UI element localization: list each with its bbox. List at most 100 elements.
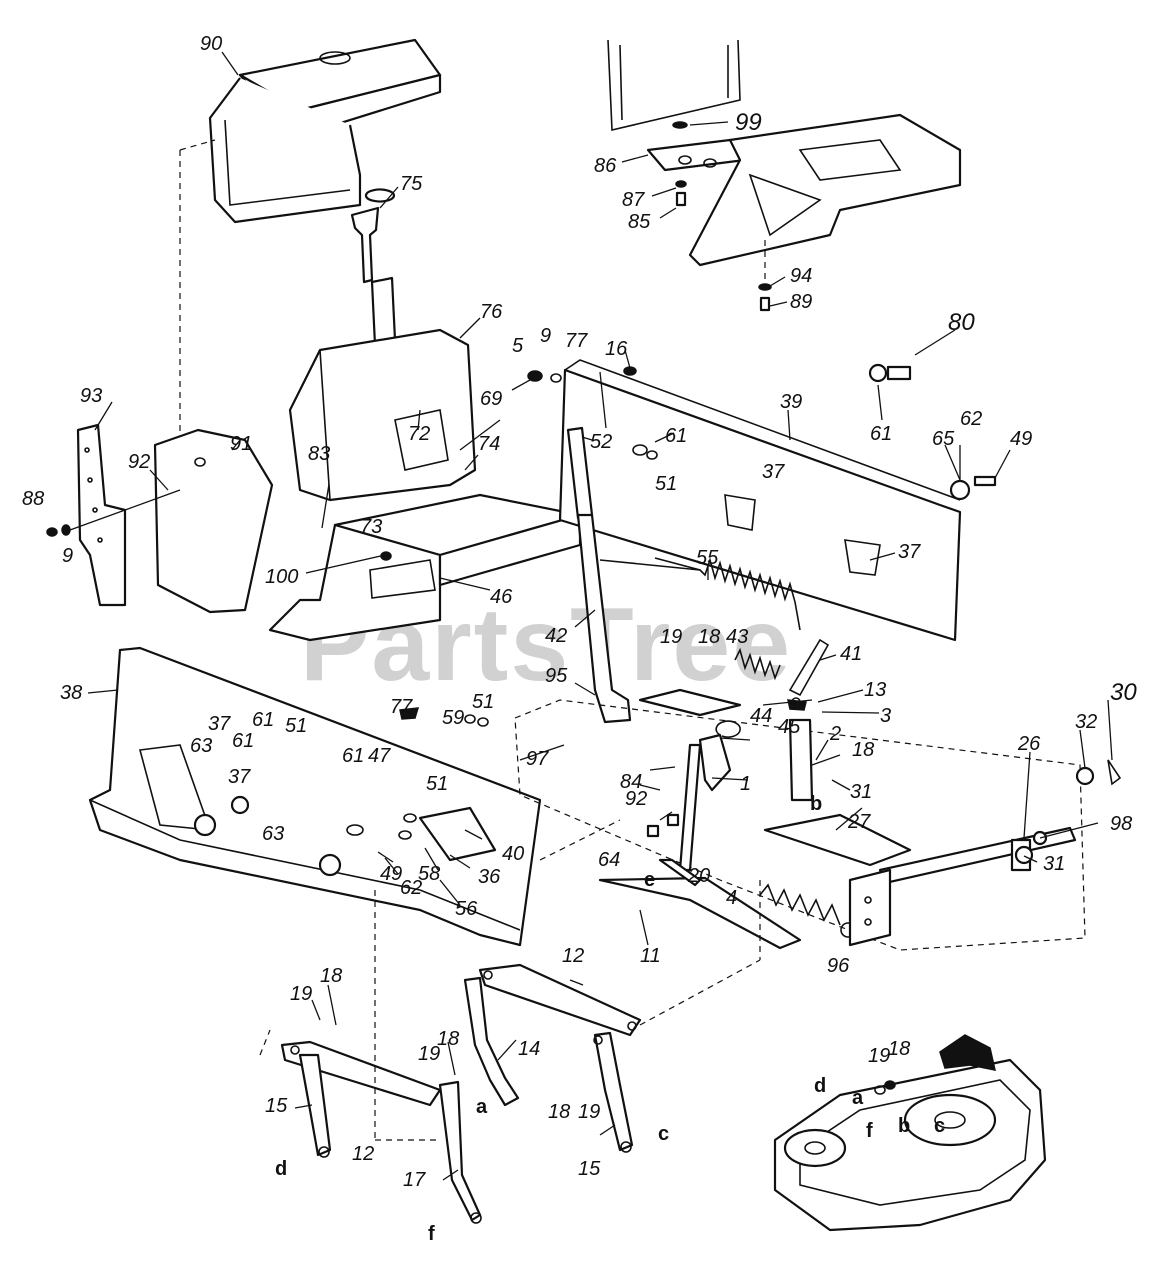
callout-44: 44 [750, 705, 772, 727]
part-17-arm[interactable] [438, 1080, 482, 1224]
callout-36: 36 [478, 866, 501, 888]
callout-12-lower: 12 [352, 1143, 374, 1165]
callout-85: 85 [628, 211, 651, 233]
callout-43: 43 [726, 626, 748, 648]
callout-63-lower: 63 [262, 823, 284, 845]
part-42-lift-lever[interactable] [566, 426, 658, 724]
callout-26: 26 [1017, 733, 1041, 755]
callout-e: e [644, 869, 655, 891]
callout-55: 55 [696, 547, 719, 569]
part-12-link-lower[interactable] [280, 1040, 442, 1107]
callout-63-top: 63 [190, 735, 212, 757]
part-91-side-panel[interactable] [153, 428, 274, 614]
callout-86: 86 [594, 155, 617, 177]
callout-46: 46 [490, 586, 513, 608]
callout-77-mid: 77 [390, 696, 413, 718]
callout-95: 95 [545, 665, 568, 687]
callout-61-left-mid: 61 [232, 730, 254, 752]
callout-19-deck: 19 [868, 1045, 890, 1067]
callout-73: 73 [360, 516, 382, 538]
callout-18-left-mid: 18 [437, 1028, 459, 1050]
callout-99: 99 [735, 109, 762, 136]
callout-62-right: 62 [960, 408, 982, 430]
callout-15-left: 15 [265, 1095, 288, 1117]
mower-deck[interactable] [773, 1034, 1047, 1232]
callout-49-right: 49 [1010, 428, 1032, 450]
callout-69: 69 [480, 388, 502, 410]
part-43-spring[interactable] [734, 647, 781, 681]
callout-80: 80 [948, 309, 975, 336]
callout-31-mid: 31 [850, 781, 872, 803]
callout-16: 16 [605, 338, 628, 360]
callout-2: 2 [829, 723, 841, 745]
callout-30: 30 [1110, 679, 1137, 706]
part-86-seat-bracket[interactable] [607, 39, 962, 312]
part-93-bracket[interactable] [46, 423, 181, 607]
callout-labels: 90 99 86 87 85 94 89 75 76 80 5 9 77 16 … [22, 33, 1137, 1245]
callout-a-left: a [476, 1096, 488, 1118]
callout-92-center: 92 [625, 788, 647, 810]
part-26-shaft[interactable] [848, 759, 1122, 947]
callout-c-deck: c [934, 1115, 945, 1137]
callout-3: 3 [880, 705, 891, 727]
callout-84: 84 [620, 771, 642, 793]
callout-64: 64 [598, 849, 620, 871]
callout-41: 41 [840, 643, 862, 665]
part-90-cover[interactable] [179, 38, 442, 560]
callout-77-top: 77 [565, 330, 588, 352]
callout-56: 56 [455, 898, 478, 920]
callout-91: 91 [230, 433, 252, 455]
callout-100: 100 [265, 566, 298, 588]
part-15-arm-left[interactable] [298, 1053, 332, 1158]
callout-58: 58 [418, 863, 440, 885]
callout-37-left: 37 [208, 713, 231, 735]
part-38-frame[interactable] [88, 646, 542, 947]
part-39-dash-panel[interactable] [527, 359, 997, 642]
callout-83: 83 [308, 443, 330, 465]
callout-88: 88 [22, 488, 44, 510]
callout-51-lower: 51 [426, 773, 448, 795]
callout-c-left: c [658, 1123, 669, 1145]
reference-lines [259, 819, 761, 1141]
callout-f-left: f [428, 1223, 435, 1245]
callout-89: 89 [790, 291, 812, 313]
part-14-arm[interactable] [463, 976, 520, 1107]
callout-61-left-top: 61 [252, 709, 274, 731]
callout-19-mid-lower: 19 [578, 1101, 600, 1123]
part-12-link-upper[interactable] [478, 963, 642, 1037]
callout-40: 40 [502, 843, 524, 865]
callout-d-deck: d [814, 1075, 826, 1097]
callout-51-mid: 51 [655, 473, 677, 495]
callout-18-mid-lower: 18 [548, 1101, 570, 1123]
callout-52: 52 [590, 431, 612, 453]
callout-13: 13 [864, 679, 886, 701]
callout-32: 32 [1075, 711, 1097, 733]
callout-12-upper: 12 [562, 945, 584, 967]
callout-98: 98 [1110, 813, 1132, 835]
callout-51-right-top: 51 [472, 691, 494, 713]
callout-15-right: 15 [578, 1158, 601, 1180]
callout-39: 39 [780, 391, 802, 413]
callout-1: 1 [740, 773, 751, 795]
part-76-fuel-tank[interactable] [288, 188, 477, 502]
callout-65: 65 [932, 428, 955, 450]
callout-92-left: 92 [128, 451, 150, 473]
part-55-spring[interactable] [599, 557, 801, 631]
callout-90: 90 [200, 33, 222, 55]
callout-18-center: 18 [698, 626, 720, 648]
leader-lines [87, 51, 1113, 1181]
part-46-platform[interactable] [268, 493, 582, 642]
callout-75: 75 [400, 173, 423, 195]
callout-59: 59 [442, 707, 464, 729]
callout-61-lower: 61 [342, 745, 364, 767]
part-15-arm-right[interactable] [593, 1031, 634, 1153]
callout-19-left-mid: 19 [418, 1043, 440, 1065]
callout-5: 5 [512, 335, 524, 357]
callout-93: 93 [80, 385, 102, 407]
callout-a-deck: a [852, 1087, 864, 1109]
callout-31-right: 31 [1043, 853, 1065, 875]
callout-87: 87 [622, 189, 645, 211]
callout-49-lower: 49 [380, 863, 402, 885]
callout-94: 94 [790, 265, 812, 287]
